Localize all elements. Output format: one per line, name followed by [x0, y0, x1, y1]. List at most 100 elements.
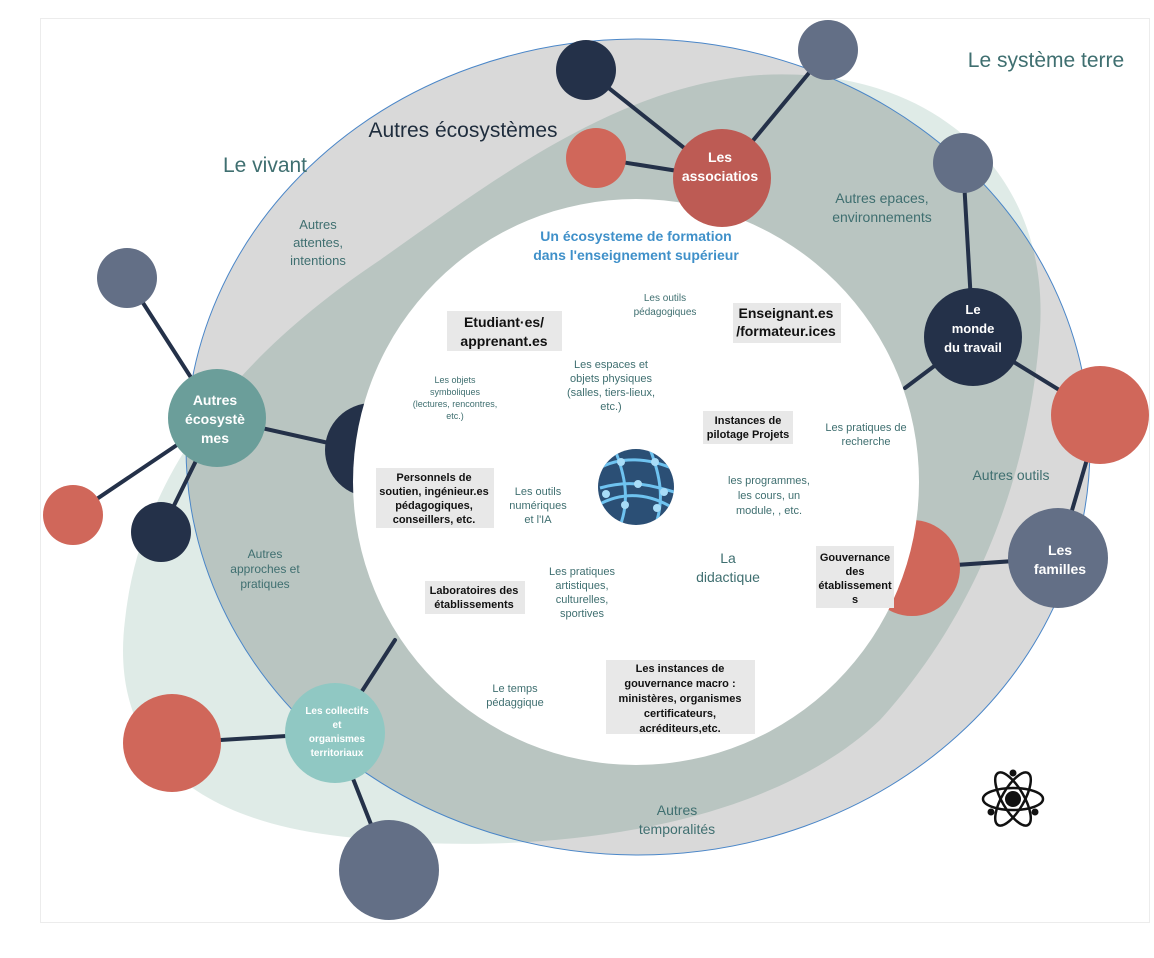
box-enseignants-line: Enseignant.es: [739, 305, 834, 321]
box-instances-pilotage-bg: [703, 411, 793, 444]
ring-label-autres-attentes: Autres attentes, intentions: [290, 217, 346, 268]
node-label-collectifs-line: et: [333, 720, 343, 731]
inner-didactique-line: didactique: [696, 569, 760, 585]
box-etudiants-line: Etudiant·es/: [464, 314, 544, 330]
inner-espaces-objets-line: etc.): [600, 401, 621, 413]
box-personnels: Personnels de soutien, ingénieur.es pédago…: [379, 472, 488, 526]
box-etudiants-bg: [447, 311, 562, 351]
node-label-collectifs-line: Les collectifs: [305, 706, 369, 717]
node-label-autres-ecosystemes-node-line: écosystè: [185, 411, 245, 427]
inner-espaces-objets-line: (salles, tiers-lieux,: [567, 387, 655, 399]
inner-pratiques-recherche-line: Les pratiques de: [825, 422, 906, 434]
node-label-familles: Les familles: [1034, 542, 1086, 577]
node-label-collectifs-line: territoriaux: [311, 748, 364, 759]
ring-label-autres-outils: Autres outils: [972, 467, 1049, 483]
inner-espaces-objets-line: objets physiques: [570, 373, 652, 385]
ring-label-autres-attentes-line: attentes,: [293, 235, 343, 250]
box-enseignants-line: /formateur.ices: [736, 323, 836, 339]
satellite-coral: [1051, 366, 1149, 464]
inner-pratiques-artistiques-line: culturelles,: [556, 594, 609, 606]
box-personnels-line: soutien, ingénieur.es: [379, 486, 488, 498]
diagram-frame: [40, 18, 1150, 923]
box-gouvernance-etab-line: Gouvernance: [820, 552, 890, 564]
box-etudiants: Etudiant·es/apprenant.es: [460, 314, 547, 349]
box-instances-macro-line: certificateurs,: [644, 708, 716, 720]
node-collectifs: [285, 683, 385, 783]
label-systeme-terre: Le système terre: [968, 49, 1124, 72]
inner-programmes-line: module, , etc.: [736, 505, 802, 517]
inner-pratiques-recherche: Les pratiques de recherche: [825, 422, 906, 448]
box-enseignants-bg: [733, 303, 841, 343]
ring-label-autres-epaces-line: environnements: [832, 209, 932, 225]
inner-outils-pedagogiques-line: Les outils: [644, 293, 686, 304]
inner-pratiques-artistiques-line: sportives: [560, 608, 605, 620]
box-personnels-line: conseillers, etc.: [393, 514, 476, 526]
ring-label-autres-temporalites-line: temporalités: [639, 821, 715, 837]
satellite-slate: [97, 248, 157, 308]
inner-temps-pedagogique-line: Le temps: [492, 683, 538, 695]
satellite-slate: [798, 20, 858, 80]
node-label-monde-travail-line: du travail: [944, 340, 1002, 355]
inner-temps-pedagogique-line: pédaggique: [486, 697, 544, 709]
ring-label-autres-approches-line: Autres: [248, 547, 283, 561]
inner-outils-numeriques-line: numériques: [509, 500, 567, 512]
node-label-collectifs-line: organismes: [309, 734, 366, 745]
box-gouvernance-bg: [816, 546, 894, 608]
ring-label-autres-attentes-line: intentions: [290, 253, 346, 268]
inner-espaces-objets-line: Les espaces et: [574, 359, 648, 371]
node-label-autres-ecosystemes-node-line: Autres: [193, 392, 238, 408]
box-enseignants: Enseignant.es/formateur.ices: [736, 305, 836, 339]
inner-pratiques-artistiques: Les pratiques artistiques, culturelles, spo…: [549, 566, 616, 620]
label-vivant: Le vivant: [223, 154, 307, 177]
node-label-monde-travail-line: monde: [952, 321, 995, 336]
box-instances-macro-line: gouvernance macro :: [624, 678, 735, 690]
box-backgrounds: [376, 303, 894, 734]
box-instances-macro-line: ministères, organismes: [619, 693, 742, 705]
ring-label-autres-outils-line: Autres outils: [972, 467, 1049, 483]
box-laboratoires-bg: [425, 581, 525, 614]
box-instances-macro-line: Les instances de: [636, 663, 725, 675]
node-label-monde-travail-line: Le: [965, 302, 980, 317]
ring-label-autres-epaces-line: Autres epaces,: [835, 190, 928, 206]
node-label-associations-line: associatios: [682, 168, 758, 184]
inner-pratiques-artistiques-line: Les pratiques: [549, 566, 616, 578]
diagram-title-line: Un écosysteme de formation: [540, 228, 731, 244]
satellite-slate: [339, 820, 439, 920]
box-instances-pilotage-line: pilotage Projets: [707, 429, 790, 441]
ring-label-autres-approches-line: approches et: [230, 562, 300, 576]
box-instances-macro-bg: [606, 660, 755, 734]
satellite-navy: [131, 502, 191, 562]
node-label-familles-line: familles: [1034, 561, 1086, 577]
network-globe-icon: [598, 449, 674, 525]
inner-outils-numeriques-line: Les outils: [515, 486, 562, 498]
label-autres-ecosystemes: Autres écosystèmes: [368, 119, 557, 142]
inner-pratiques-recherche-line: recherche: [842, 436, 891, 448]
ring-label-autres-temporalites-line: Autres: [657, 802, 697, 818]
box-personnels-line: pédagogiques,: [395, 500, 473, 512]
box-instances-macro: Les instances de gouvernance macro : minis…: [619, 663, 742, 735]
box-personnels-line: Personnels de: [396, 472, 471, 484]
box-etudiants-line: apprenant.es: [460, 333, 547, 349]
satellite-navy: [556, 40, 616, 100]
box-gouvernance-etab-line: établissement: [818, 580, 892, 592]
node-label-familles-line: Les: [1048, 542, 1072, 558]
inner-programmes-line: les programmes,: [728, 475, 810, 487]
inner-espaces-objets: Les espaces et objets physiques (salles, t…: [567, 359, 655, 413]
ring-label-autres-attentes-line: Autres: [299, 217, 337, 232]
node-familles: [1008, 508, 1108, 608]
node-label-associations-line: Les: [708, 149, 732, 165]
inner-pratiques-artistiques-line: artistiques,: [555, 580, 608, 592]
node-autres-ecosystemes: [168, 369, 266, 467]
ring-label-autres-epaces: Autres epaces, environnements: [832, 190, 932, 225]
node-label-associations: Les associatios: [682, 149, 758, 184]
ring-label-autres-temporalites: Autres temporalités: [639, 802, 715, 837]
